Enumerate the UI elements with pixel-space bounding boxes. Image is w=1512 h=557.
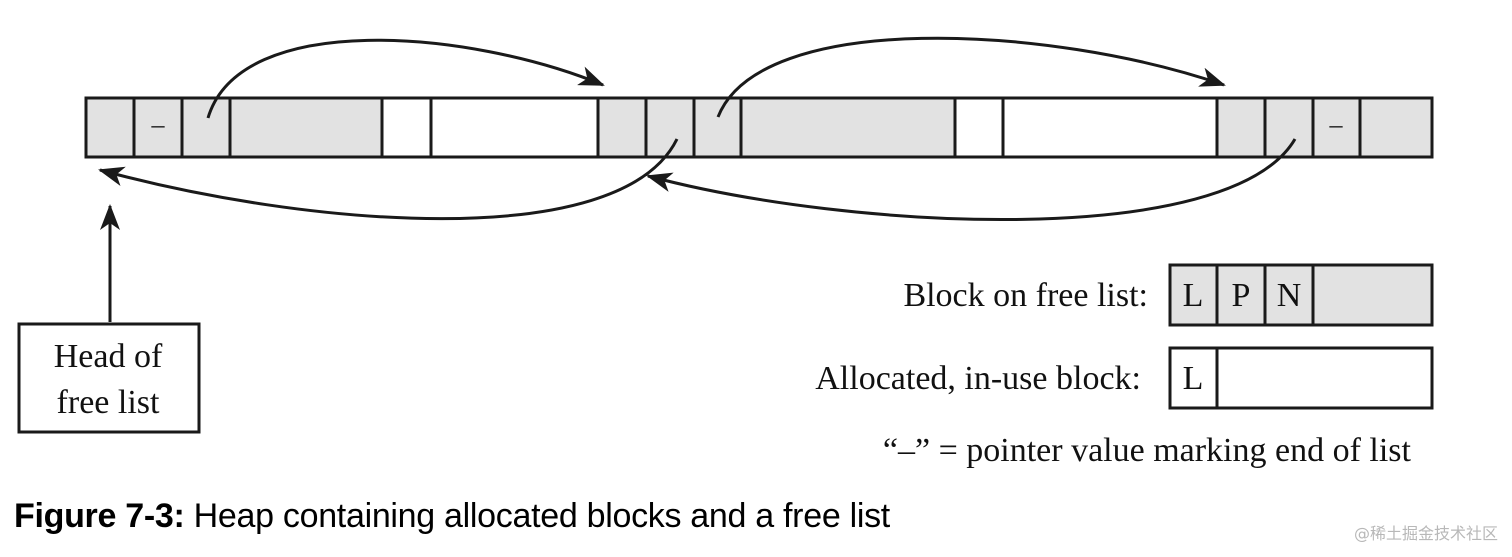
- figure-caption: Figure 7-3: Heap containing allocated bl…: [14, 497, 890, 536]
- free-block-2: [596, 96, 957, 159]
- figure-caption-label: Figure 7-3:: [14, 497, 185, 535]
- prev-pointer-arrow-2: [646, 138, 1297, 222]
- legend-free-block-label: Block on free list:: [903, 277, 1148, 314]
- allocated-block-1: [380, 96, 600, 159]
- legend-end-marker-note: “–” = pointer value marking end of list: [883, 432, 1412, 469]
- free-block-3: [1215, 96, 1434, 159]
- legend-cell-N: N: [1277, 277, 1302, 314]
- next-pointer-arrow-2: [716, 36, 1226, 118]
- legend-alloc-block-sample: [1168, 346, 1434, 410]
- legend-free-block-sample: [1168, 263, 1434, 327]
- legend-cell-P: P: [1232, 277, 1251, 314]
- allocated-block-2: [953, 96, 1219, 159]
- heap-strip: [84, 96, 1434, 159]
- watermark: @稀土掘金技术社区: [1353, 524, 1498, 543]
- end-marker-free-block-1-prev: –: [151, 110, 166, 139]
- legend-alloc-cell-L: L: [1183, 360, 1204, 397]
- head-box-line-1: Head of: [54, 338, 163, 375]
- head-of-free-list-box: Head of free list: [17, 322, 201, 434]
- head-box-line-2: free list: [57, 384, 160, 421]
- legend-cell-L: L: [1183, 277, 1204, 314]
- end-marker-free-block-3-next: –: [1329, 110, 1344, 139]
- next-pointer-arrow-1: [206, 38, 605, 119]
- legend: Block on free list: L P N Allocated, in-…: [815, 263, 1434, 469]
- free-block-1: [84, 96, 384, 159]
- prev-pointer-arrow-1: [98, 138, 679, 221]
- figure-caption-text: Heap containing allocated blocks and a f…: [184, 497, 891, 535]
- legend-alloc-block-label: Allocated, in-use block:: [815, 360, 1141, 397]
